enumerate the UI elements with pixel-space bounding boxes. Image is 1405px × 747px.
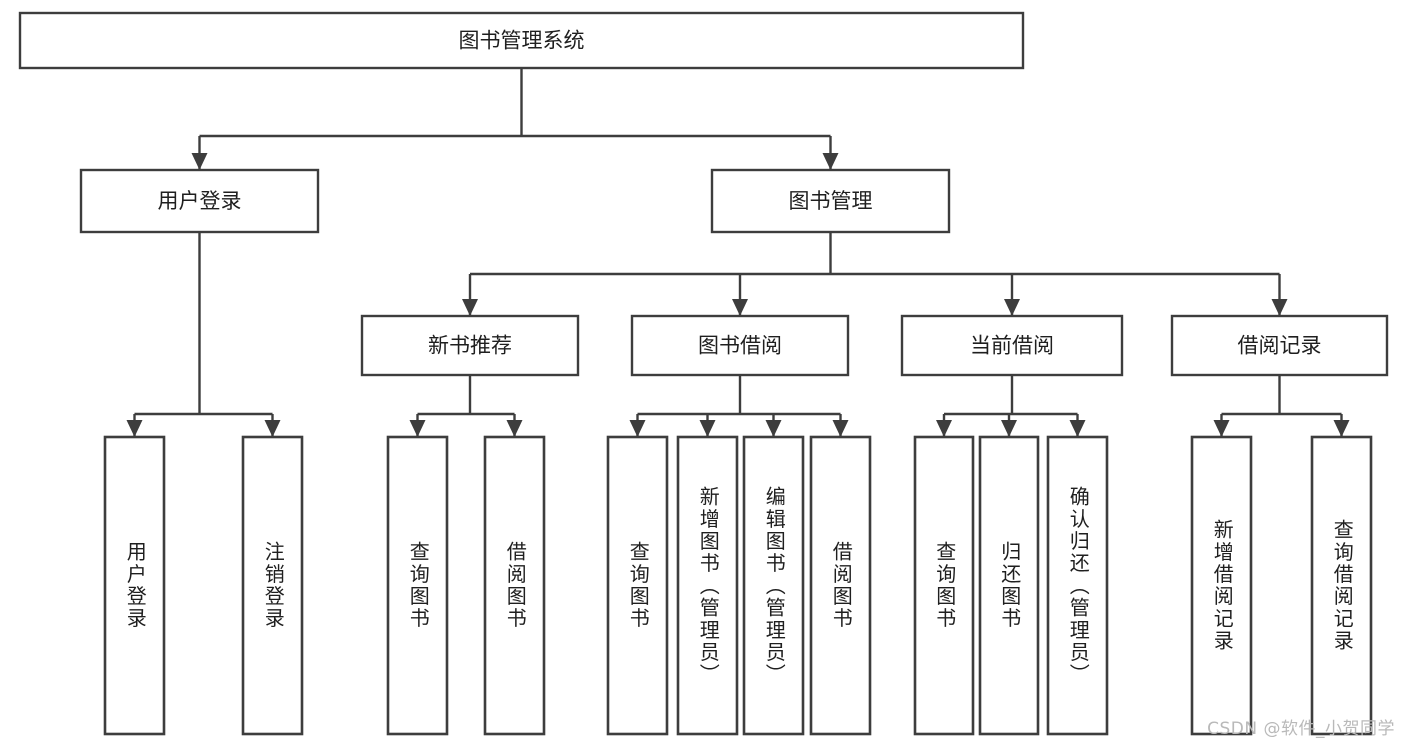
arrow-head-icon	[699, 420, 716, 437]
arrow-head-icon	[1069, 420, 1086, 437]
node-current-borrow[interactable]	[900, 314, 1124, 377]
node-label-user-login: 用户登录	[158, 189, 242, 213]
node-box[interactable]	[630, 314, 850, 377]
arrow-head-icon	[126, 420, 143, 437]
node-leaf-query-book-cb[interactable]	[913, 435, 975, 736]
node-leaf-query-book-nbr[interactable]	[386, 435, 449, 736]
arrow-head-icon	[732, 299, 748, 316]
node-label-book-borrow: 图书借阅	[698, 334, 782, 358]
node-leaf-add-borrow-record[interactable]	[1190, 435, 1253, 736]
node-user-login[interactable]	[79, 168, 320, 234]
node-new-book-recommend[interactable]	[360, 314, 580, 377]
node-box[interactable]	[742, 435, 805, 736]
node-box[interactable]	[978, 435, 1040, 736]
node-box[interactable]	[809, 435, 872, 736]
node-box[interactable]	[1046, 435, 1109, 736]
node-leaf-add-book[interactable]	[676, 435, 739, 736]
arrow-head-icon	[1213, 420, 1230, 437]
arrow-head-icon	[462, 299, 478, 316]
arrow-head-icon	[822, 153, 839, 170]
node-label-book-manage: 图书管理	[789, 189, 873, 213]
node-box[interactable]	[386, 435, 449, 736]
watermark: CSDN @软件_小贺同学	[1207, 719, 1395, 739]
node-box[interactable]	[1170, 314, 1389, 377]
node-label-borrow-record: 借阅记录	[1238, 334, 1322, 358]
node-book-borrow[interactable]	[630, 314, 850, 377]
arrow-head-icon	[765, 420, 782, 437]
node-box[interactable]	[1190, 435, 1253, 736]
node-leaf-query-borrow-record[interactable]	[1310, 435, 1373, 736]
node-box[interactable]	[241, 435, 304, 736]
node-leaf-user-login[interactable]	[103, 435, 166, 736]
node-root-book-management-system[interactable]	[18, 11, 1025, 70]
arrow-head-icon	[936, 420, 952, 437]
node-label-current-borrow: 当前借阅	[970, 334, 1054, 358]
arrow-head-icon	[506, 420, 523, 437]
arrow-head-icon	[409, 420, 426, 437]
node-box[interactable]	[676, 435, 739, 736]
node-leaf-edit-book[interactable]	[742, 435, 805, 736]
arrow-head-icon	[1333, 420, 1350, 437]
node-box[interactable]	[79, 168, 320, 234]
arrow-head-icon	[264, 420, 281, 437]
node-box[interactable]	[18, 11, 1025, 70]
arrow-head-icon	[191, 153, 208, 170]
arrow-head-icon	[1271, 299, 1288, 316]
node-box[interactable]	[483, 435, 546, 736]
node-borrow-record[interactable]	[1170, 314, 1389, 377]
node-box[interactable]	[710, 168, 951, 234]
node-book-manage[interactable]	[710, 168, 951, 234]
node-box[interactable]	[103, 435, 166, 736]
node-leaf-return-book[interactable]	[978, 435, 1040, 736]
node-label-new-book-recommend: 新书推荐	[428, 334, 512, 358]
node-box[interactable]	[360, 314, 580, 377]
arrow-head-icon	[832, 420, 849, 437]
arrow-head-icon	[629, 420, 646, 437]
node-box[interactable]	[606, 435, 669, 736]
node-leaf-borrow-book-bb[interactable]	[809, 435, 872, 736]
node-leaf-query-book-bb[interactable]	[606, 435, 669, 736]
arrow-head-icon	[1001, 420, 1017, 437]
root-title-label: 图书管理系统	[459, 29, 585, 53]
node-leaf-confirm-return[interactable]	[1046, 435, 1109, 736]
node-box[interactable]	[1310, 435, 1373, 736]
node-leaf-logout-login[interactable]	[241, 435, 304, 736]
node-box[interactable]	[900, 314, 1124, 377]
node-leaf-borrow-book-nbr[interactable]	[483, 435, 546, 736]
node-box[interactable]	[913, 435, 975, 736]
arrow-head-icon	[1004, 299, 1020, 316]
